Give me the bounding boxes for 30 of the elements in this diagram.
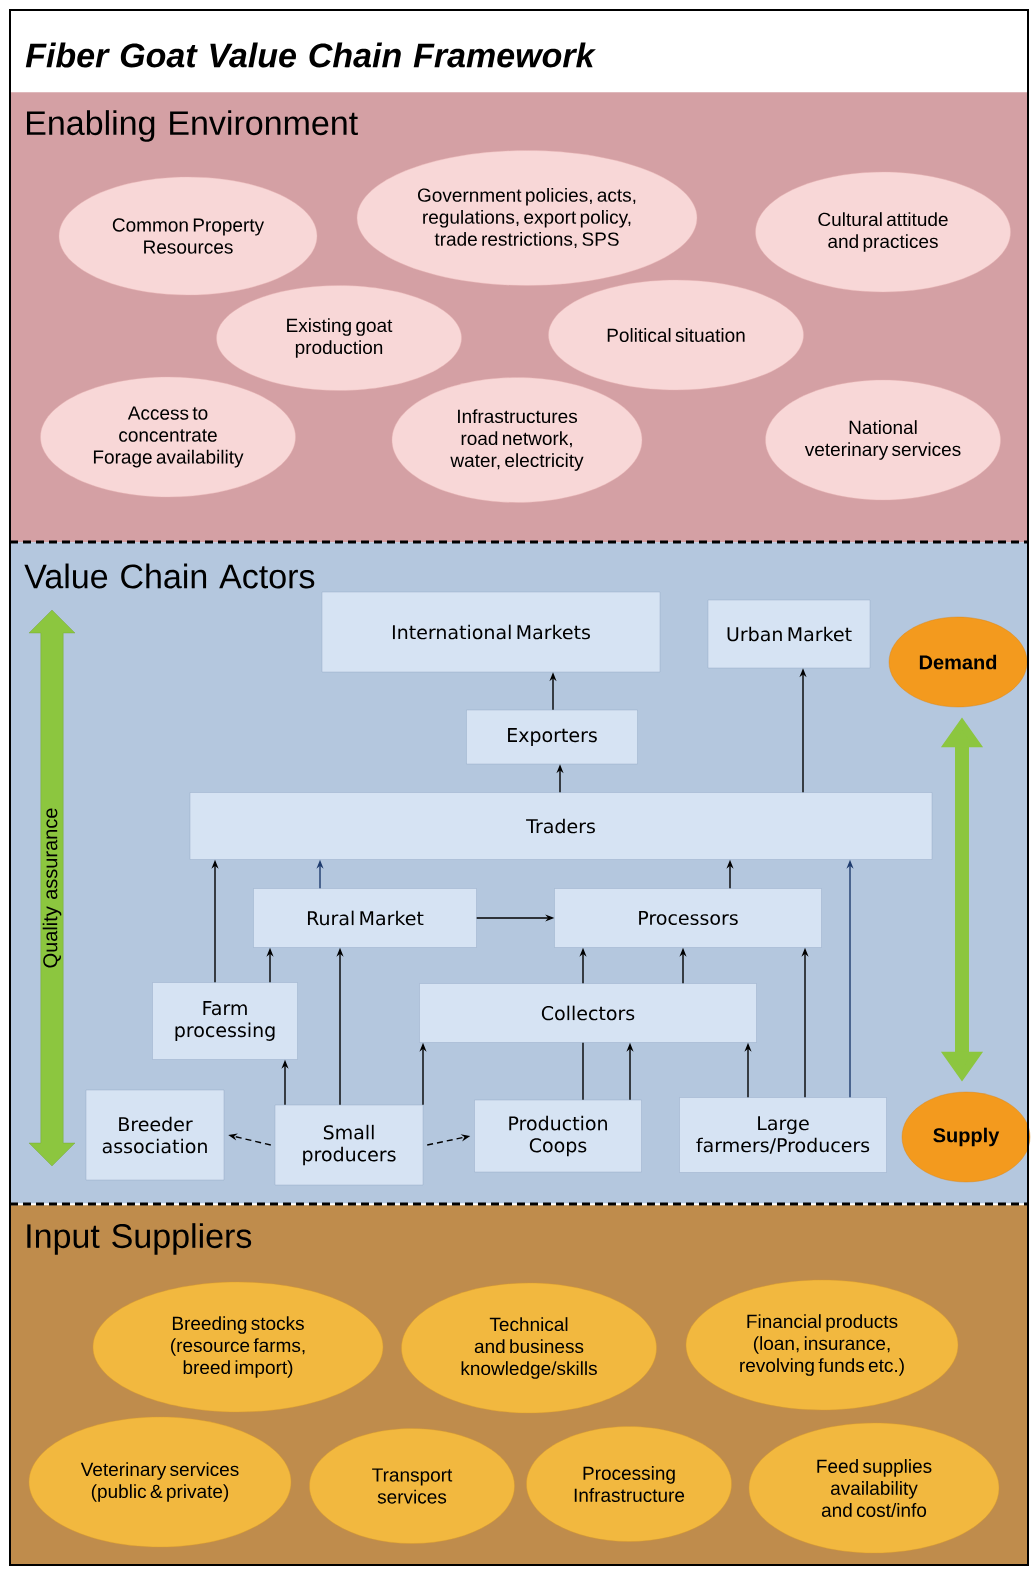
- oval: Government policies, acts, regulations, export policy, trade restrictions, SPS: [356, 150, 698, 286]
- actor-box: Exporters: [466, 709, 638, 765]
- actor-box: Rural Market: [253, 888, 477, 948]
- oval: Technical and business knowledge/skills: [401, 1282, 657, 1414]
- oval: Cultural attitude and practices: [755, 171, 1011, 293]
- oval: Breeding stocks (resource farms, breed import): [92, 1281, 384, 1413]
- oval: Access to concentrate Forage availability: [40, 376, 296, 498]
- oval: Infrastructures road network, water, electricity: [391, 377, 643, 503]
- oval: Veterinary services (public & private): [28, 1416, 292, 1548]
- oval: Common Property Resources: [58, 176, 318, 296]
- oval: Transport services: [309, 1428, 515, 1544]
- oval: Supply: [901, 1091, 1031, 1183]
- actor-box: Processors: [554, 888, 822, 948]
- oval: National veterinary services: [765, 379, 1001, 501]
- actor-box: Small producers: [274, 1104, 424, 1186]
- oval: Financial products (loan, insurance, revolving funds etc.): [685, 1279, 959, 1411]
- title: Fiber Goat Value Chain Framework: [25, 42, 596, 68]
- actor-box: Traders: [189, 792, 933, 860]
- oval: Feed supplies availability and cost/info: [748, 1422, 1000, 1554]
- oval: Existing goat production: [216, 285, 462, 391]
- oval: Processing Infrastructure: [526, 1426, 732, 1542]
- actor-box: Breeder association: [85, 1089, 225, 1181]
- oval: Demand: [888, 616, 1028, 708]
- actor-box: International Markets: [321, 591, 661, 673]
- actor-box: Production Coops: [474, 1099, 642, 1173]
- actor-box: Farm processing: [152, 982, 298, 1060]
- oval: Political situation: [548, 279, 804, 391]
- actor-box: Urban Market: [707, 599, 871, 669]
- actor-box: Large farmers/Producers: [679, 1097, 887, 1173]
- actor-box: Collectors: [419, 983, 757, 1043]
